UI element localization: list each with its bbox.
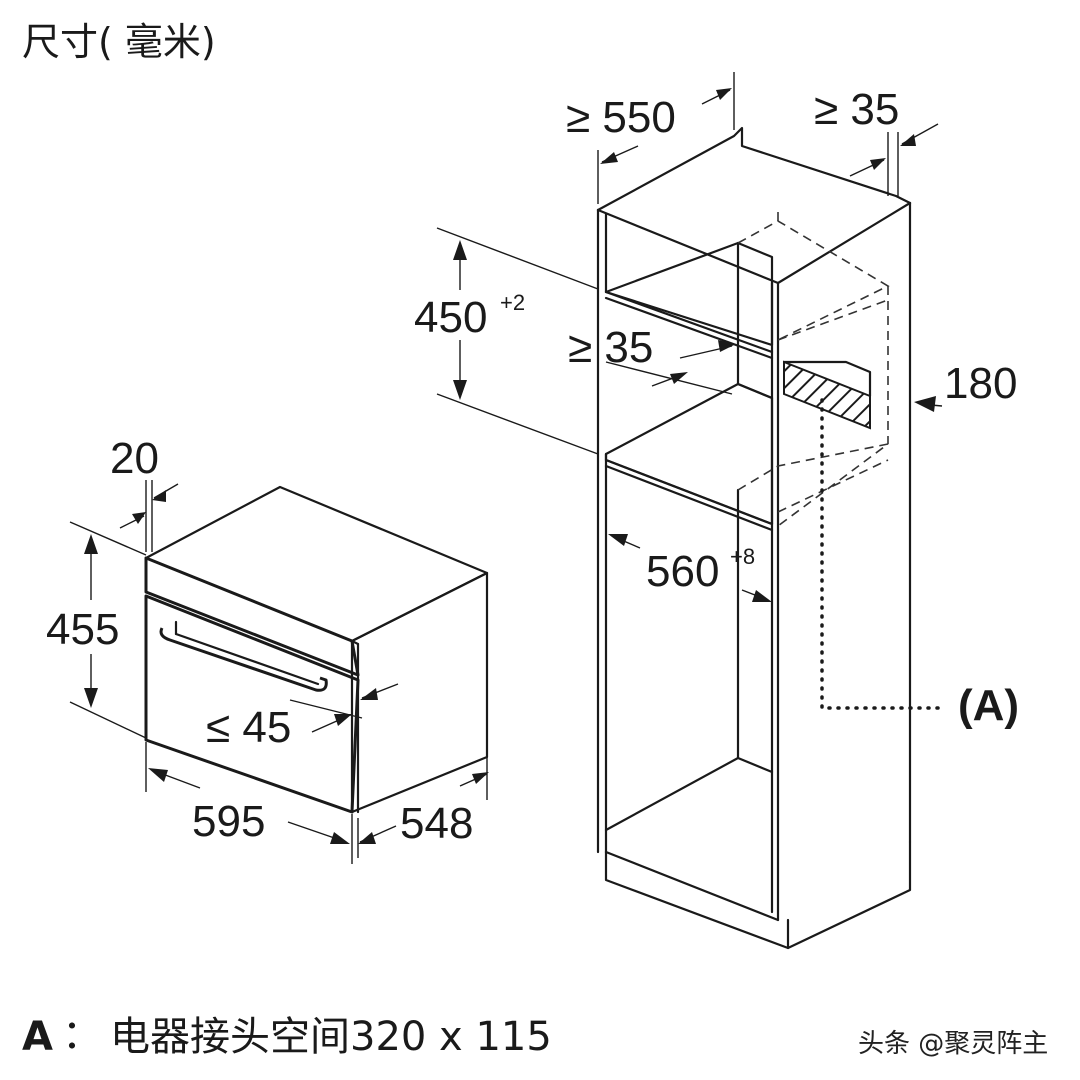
dim-oven-width: 595 [145, 742, 353, 864]
legend: A ： 电器接头空间320 x 115 [22, 1012, 552, 1060]
legend-key: A [22, 1014, 53, 1060]
dim-label-front-panel: 20 [110, 434, 159, 483]
dim-niche-width: 560 +8 [608, 534, 772, 602]
dim-label-oven-width: 595 [192, 797, 265, 846]
legend-separator: ： [62, 1012, 102, 1058]
dim-label-niche-height: 450 [414, 293, 487, 342]
cabinet-drawing [596, 126, 912, 950]
dim-niche-height: 450 +2 [414, 227, 599, 455]
dim-label-oven-height: 455 [46, 605, 119, 654]
watermark: 头条 @聚灵阵主 [858, 1029, 1048, 1059]
page-title: 尺寸( 毫米) [22, 20, 216, 64]
dim-label-niche-width: 560 [646, 547, 719, 596]
dim-oven-depth: 548 [357, 728, 489, 858]
dim-oven-gap: ≤ 45 [206, 683, 399, 752]
connector-area [783, 360, 871, 430]
dim-front-panel: 20 [110, 434, 179, 552]
dim-cabinet-depth: ≥ 550 [566, 72, 735, 204]
dim-label-oven-gap: ≤ 45 [206, 703, 291, 752]
dim-label-vent-gap: ≥ 35 [568, 323, 653, 372]
connector-leader: (A) [820, 398, 1019, 730]
dim-vent-gap: ≥ 35 [568, 323, 736, 395]
dim-oven-height: 455 [46, 521, 147, 739]
dim-label-connector-height: 180 [944, 359, 1017, 408]
dim-rear-gap: ≥ 35 [814, 85, 939, 196]
dim-tol-niche-width: +8 [730, 544, 755, 569]
dim-tol-niche-height: +2 [500, 290, 525, 315]
dim-label-rear-gap: ≥ 35 [814, 85, 899, 134]
oven-drawing [144, 485, 489, 814]
legend-text: 电器接头空间320 x 115 [110, 1014, 552, 1060]
dim-connector-height: 180 [914, 359, 1017, 412]
dim-label-cabinet-depth: ≥ 550 [566, 93, 676, 142]
dim-label-oven-depth: 548 [400, 799, 473, 848]
connector-label: (A) [958, 681, 1019, 730]
